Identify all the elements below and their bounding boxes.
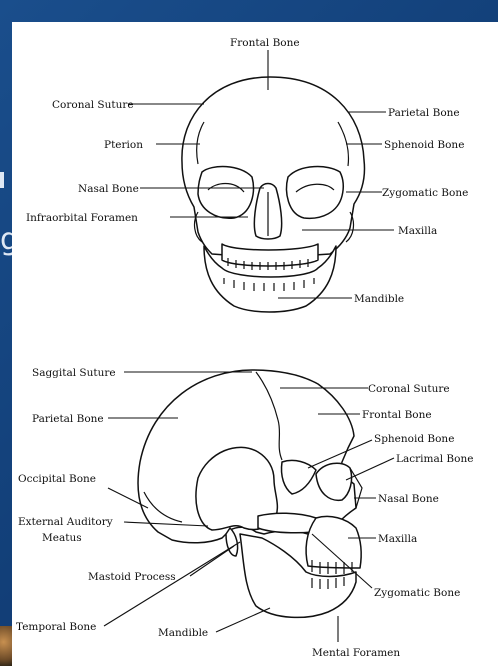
- label-zygomatic-bone-side: Zygomatic Bone: [374, 587, 460, 599]
- label-frontal-bone-side: Frontal Bone: [362, 409, 432, 421]
- label-coronal-suture-side: Coronal Suture: [368, 383, 450, 395]
- label-meatus: Meatus: [42, 532, 82, 544]
- label-infraorbital-foramen: Infraorbital Foramen: [26, 212, 138, 224]
- front-left-orbit: [198, 167, 253, 219]
- label-mandible-front: Mandible: [354, 293, 404, 305]
- side-mastoid: [226, 528, 238, 556]
- skull-diagram: Frontal Bone Coronal Suture Parietal Bon…: [12, 22, 498, 666]
- label-temporal-bone: Temporal Bone: [16, 621, 96, 633]
- label-maxilla-side: Maxilla: [378, 533, 417, 545]
- label-nasal-bone-front: Nasal Bone: [78, 183, 139, 195]
- label-zygomatic-bone-front: Zygomatic Bone: [382, 187, 468, 199]
- slide-corner-decoration: [0, 626, 12, 666]
- label-lacrimal-bone: Lacrimal Bone: [396, 453, 473, 465]
- label-external-auditory: External Auditory: [18, 516, 113, 528]
- label-coronal-suture-front: Coronal Suture: [52, 99, 134, 111]
- label-sphenoid-bone-side: Sphenoid Bone: [374, 433, 454, 445]
- label-occipital-bone: Occipital Bone: [18, 473, 96, 485]
- slide-edge-mark: [0, 172, 4, 188]
- label-mental-foramen: Mental Foramen: [312, 647, 400, 659]
- label-nasal-bone-side: Nasal Bone: [378, 493, 439, 505]
- label-parietal-bone-front: Parietal Bone: [388, 107, 460, 119]
- label-sphenoid-bone-front: Sphenoid Bone: [384, 139, 464, 151]
- label-mandible-side: Mandible: [158, 627, 208, 639]
- label-parietal-bone-side: Parietal Bone: [32, 413, 104, 425]
- label-frontal-bone-front: Frontal Bone: [230, 37, 300, 49]
- label-saggital-suture: Saggital Suture: [32, 367, 116, 379]
- front-skull: [182, 77, 365, 312]
- label-pterion: Pterion: [104, 139, 143, 151]
- label-mastoid-process: Mastoid Process: [88, 571, 176, 583]
- side-maxilla: [306, 516, 361, 568]
- label-maxilla-front: Maxilla: [398, 225, 437, 237]
